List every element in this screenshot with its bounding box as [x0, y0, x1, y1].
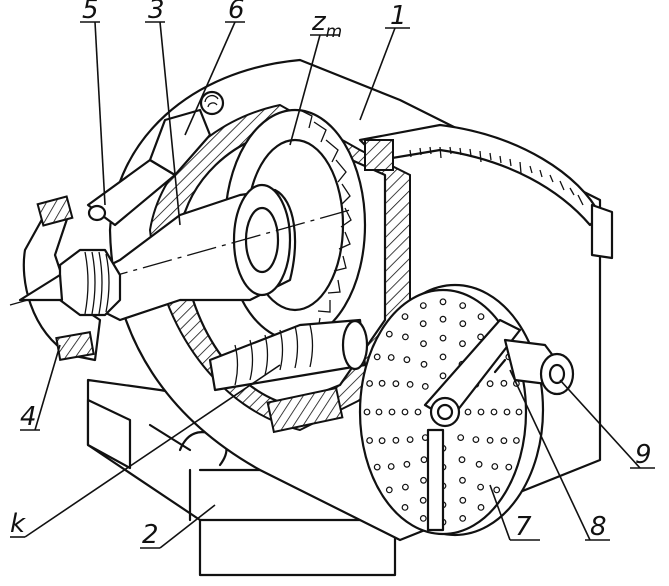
index-hole	[458, 456, 466, 464]
index-hole	[477, 408, 485, 416]
index-hole	[385, 486, 393, 494]
index-hole	[420, 476, 427, 484]
index-hole	[406, 381, 414, 388]
index-hole	[503, 408, 511, 416]
index-hole	[392, 380, 400, 388]
index-hole	[472, 436, 480, 444]
index-hole	[420, 360, 428, 368]
label-k: k	[10, 509, 26, 539]
index-hole	[378, 437, 386, 445]
index-hole	[515, 408, 523, 416]
index-hole	[491, 463, 499, 470]
index-hole	[459, 320, 467, 328]
index-hole	[475, 460, 483, 468]
label-1: 1	[390, 1, 407, 31]
index-hole	[403, 356, 411, 364]
worm-threads	[234, 324, 314, 386]
index-hole	[419, 302, 427, 310]
index-hole	[439, 372, 447, 380]
crank-handle	[503, 338, 575, 396]
index-hole	[490, 408, 498, 416]
index-hole	[477, 333, 485, 341]
index-hole	[419, 515, 427, 522]
index-hole	[420, 456, 428, 464]
index-hole	[477, 504, 485, 511]
index-hole	[421, 383, 429, 390]
index-hole	[486, 436, 494, 444]
label-5: 5	[82, 0, 99, 25]
index-hole	[459, 340, 466, 348]
index-hole	[401, 313, 409, 321]
index-crank	[423, 318, 522, 532]
index-hole	[464, 408, 472, 416]
index-hole	[439, 315, 447, 323]
index-hole	[403, 460, 411, 468]
scale-ticks	[409, 146, 584, 206]
index-hole	[401, 504, 409, 511]
index-hole	[439, 298, 447, 306]
index-hole	[392, 436, 400, 444]
clamp-knob	[199, 90, 225, 116]
index-hole	[366, 380, 374, 387]
graduated-ring	[358, 123, 614, 260]
index-hole	[387, 354, 395, 361]
label-9: 9	[635, 440, 652, 470]
index-hole	[500, 379, 508, 387]
index-hole	[513, 437, 520, 444]
index-hole	[477, 483, 485, 491]
index-hole	[505, 463, 513, 471]
worm-shaft	[208, 318, 369, 434]
leader-lines	[10, 21, 655, 549]
index-hole	[459, 302, 467, 310]
index-hole	[500, 437, 508, 445]
index-hole	[373, 353, 381, 361]
index-hole	[387, 463, 395, 470]
index-hole	[420, 340, 427, 348]
thread-lines	[84, 251, 110, 315]
label-2: 2	[142, 520, 159, 550]
index-hole	[459, 515, 467, 522]
index-hole	[378, 379, 386, 387]
index-hole	[388, 408, 396, 416]
label-8: 8	[590, 512, 607, 542]
index-hole	[375, 408, 383, 416]
label-7: 7	[515, 512, 532, 542]
index-hole	[419, 496, 427, 504]
index-hole	[406, 436, 414, 444]
label-6: 6	[228, 0, 245, 25]
index-hole	[486, 380, 494, 388]
index-hole	[477, 313, 485, 321]
lock-lever	[86, 108, 212, 227]
index-hole	[414, 408, 422, 416]
index-hole	[385, 330, 393, 338]
index-hole	[402, 333, 409, 341]
index-hole	[459, 496, 467, 504]
index-hole	[439, 353, 447, 361]
index-hole	[402, 483, 409, 491]
index-hole	[439, 334, 447, 342]
label-zm: zm	[311, 7, 342, 42]
index-hole	[459, 476, 466, 484]
spindle-nose	[18, 195, 122, 362]
label-4: 4	[20, 402, 37, 432]
index-hole	[401, 408, 409, 416]
index-hole	[493, 486, 501, 494]
gear-teeth	[299, 109, 352, 331]
part-labels: 5 3 6 zm 1 4 k 2 7 8 9	[10, 0, 652, 550]
label-3: 3	[148, 0, 165, 25]
index-hole	[363, 408, 371, 416]
index-hole	[457, 434, 465, 442]
index-hole	[373, 463, 381, 471]
index-hole	[419, 320, 427, 328]
index-hole	[366, 437, 374, 444]
